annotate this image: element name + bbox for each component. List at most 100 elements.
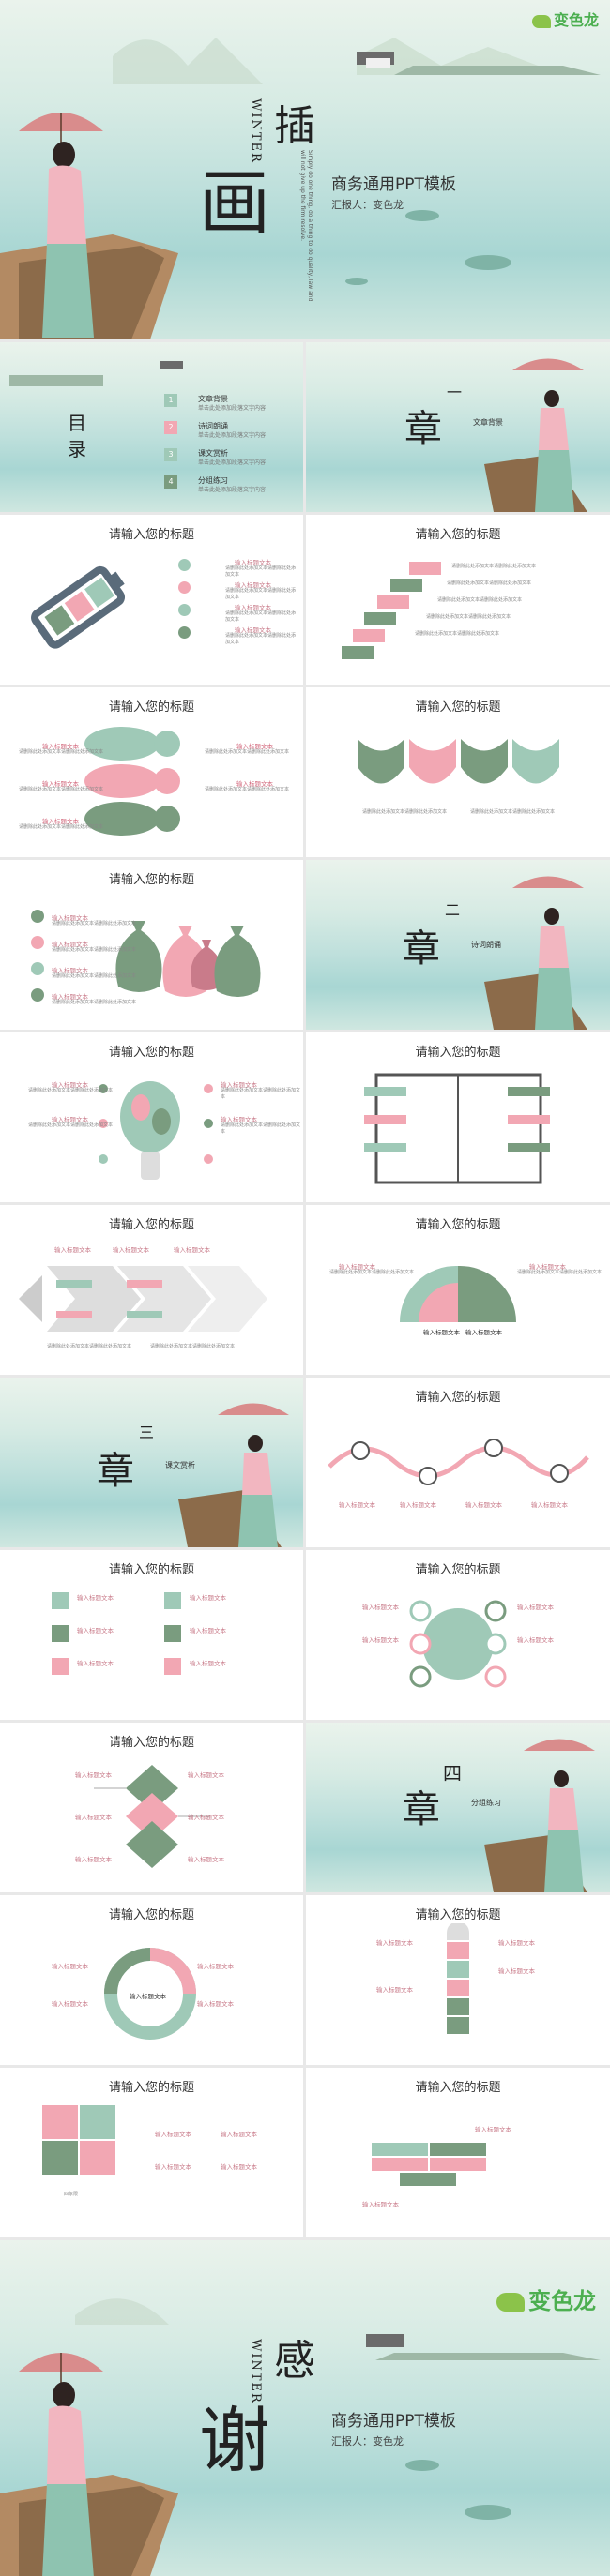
ring-graphic: [104, 1948, 196, 2040]
item-title: 输入标题文本: [197, 1963, 234, 1970]
item-title: 输入标题文本: [188, 1814, 224, 1821]
toc-item[interactable]: 1 文章背景 单击此处添加段落文字内容: [164, 394, 296, 421]
tree-label: 输入标题文本: [52, 1081, 88, 1089]
end-char-1: 感: [274, 2337, 315, 2385]
tree-graphic: [99, 1081, 213, 1180]
ring-center-label: 输入标题文本: [130, 1993, 166, 2000]
item-title: 输入标题文本: [75, 1856, 112, 1863]
toc-item-title: 课文赏析: [198, 449, 228, 458]
item-title: 输入标题文本: [174, 1246, 210, 1254]
item-title: 输入标题文本: [498, 1967, 535, 1975]
diamond-graphic: [94, 1765, 210, 1868]
item-title: 输入标题文本: [54, 1246, 91, 1254]
item-title: 输入标题文本: [77, 1660, 114, 1667]
cover-slide: 变色龙 WINTER 插 画 Simply do one thing, do a…: [0, 0, 610, 339]
arrow-chevron-graphic: [19, 1266, 267, 1332]
toc-list: 1 文章背景 单击此处添加段落文字内容 2 诗词朗诵 单击此处添加段落文字内容 …: [164, 394, 296, 503]
item-title: 输入标题文本: [236, 780, 273, 788]
item-title: 输入标题文本: [235, 626, 271, 634]
circle-icon: [178, 559, 191, 571]
cover-char-1: 插: [274, 102, 315, 150]
slide-title: 请输入您的标题: [108, 1563, 194, 1577]
item-title: 输入标题文本: [75, 1771, 112, 1779]
slide-title: 请输入您的标题: [415, 528, 501, 542]
money-bag-graphic: [31, 910, 261, 1002]
tulip-graphic: [358, 739, 559, 784]
cover-vertical-en: Simply do one thing, do a thing to do qu…: [299, 150, 313, 302]
item-title: 输入标题文本: [517, 1604, 554, 1611]
chapter-name: 分组练习: [471, 1799, 501, 1807]
item-text: 请删除此处添加文本请删除此处添加文本: [205, 787, 290, 792]
item-title: 输入标题文本: [52, 993, 88, 1001]
chapter-slide-4: 四 章 分组练习: [306, 1723, 610, 1892]
toc-item[interactable]: 2 诗词朗诵 单击此处添加段落文字内容: [164, 421, 296, 448]
chapter-scenery: [484, 1739, 595, 1892]
item-text: 请删除此处添加文本请删除此处添加文本: [225, 610, 297, 623]
item-text: 请删除此处添加文本请删除此处添加文本: [150, 1344, 236, 1349]
wave-graphic: [328, 1439, 589, 1485]
chapter-slide-1: 一 章 文章背景: [306, 342, 610, 512]
chapter-name: 诗词朗诵: [471, 941, 501, 949]
toc-item-desc: 单击此处添加段落文字内容: [198, 487, 267, 493]
item-text: 请删除此处添加文本请删除此处添加文本: [52, 973, 137, 979]
slide-title: 请输入您的标题: [415, 1908, 501, 1922]
item-text: 请删除此处添加文本请删除此处添加文本: [47, 1344, 132, 1349]
chapter-name: 课文赏析: [165, 1461, 195, 1469]
toc-item-desc: 单击此处添加段落文字内容: [198, 405, 267, 412]
cover-reporter: 汇报人：变色龙: [331, 199, 404, 211]
slide-title: 请输入您的标题: [415, 1218, 501, 1232]
item-text: 请删除此处添加文本请删除此处添加文本: [329, 1270, 415, 1275]
item-text: 请删除此处添加文本请删除此处添加文本: [225, 588, 297, 600]
item-text: 请删除此处添加文本请删除此处添加文本: [19, 824, 104, 830]
end-char-2: 谢: [199, 2399, 270, 2482]
item-title: 输入标题文本: [52, 914, 88, 922]
toc-item-number: 2: [164, 421, 177, 434]
slide-title: 请输入您的标题: [415, 1391, 501, 1405]
chapter-scenery: [484, 876, 587, 1030]
content-slide-tulips: 请输入您的标题 请删除此处添加文本请删除此处添加文本 请删除此处添加文本请删除此…: [306, 687, 610, 857]
logo-text: 变色龙: [528, 2288, 596, 2314]
content-slide-money-bags: 请输入您的标题 输入标题文本 请删除此处添加文本请删除此处添加文本 输入标题文本…: [0, 860, 303, 1030]
slide-title: 请输入您的标题: [415, 1563, 501, 1577]
toc-item-title: 分组练习: [198, 476, 228, 485]
cover-char-2: 画: [199, 161, 270, 245]
item-title: 输入标题文本: [531, 1501, 568, 1509]
item-title: 输入标题文本: [400, 1501, 436, 1509]
item-text: 请删除此处添加文本请删除此处添加文本: [28, 1122, 114, 1128]
toc-label-1: 目: [68, 412, 86, 434]
list-item: 输入标题文本 请删除此处添加文本请删除此处添加文本: [178, 580, 296, 602]
toc-item[interactable]: 4 分组练习 单击此处添加段落文字内容: [164, 475, 296, 503]
item-title: 输入标题文本: [465, 1501, 502, 1509]
item-title: 输入标题文本: [188, 1856, 224, 1863]
item-text: 请删除此处添加文本请删除此处添加文本: [28, 1088, 114, 1093]
slide-title: 请输入您的标题: [415, 2081, 501, 2095]
item-title: 输入标题文本: [423, 1329, 460, 1336]
item-title: 输入标题文本: [475, 2126, 511, 2133]
toc-item-title: 文章背景: [198, 395, 228, 403]
item-title: 输入标题文本: [221, 2131, 257, 2138]
item-title: 输入标题文本: [42, 743, 79, 750]
slide-title: 请输入您的标题: [108, 528, 194, 542]
item-title: 输入标题文本: [52, 2000, 88, 2008]
slide-title: 请输入您的标题: [108, 873, 194, 887]
toc-item-number: 1: [164, 394, 177, 407]
chapter-slide-2: 二 章 诗词朗诵: [306, 860, 610, 1030]
item-title: 输入标题文本: [517, 1636, 554, 1644]
item-title: 输入标题文本: [52, 941, 88, 948]
step-text: 请删除此处添加文本请删除此处添加文本: [426, 614, 511, 620]
tree-label: 输入标题文本: [52, 1116, 88, 1123]
slide-title: 请输入您的标题: [415, 700, 501, 715]
step-text: 请删除此处添加文本请删除此处添加文本: [437, 597, 523, 603]
toc-item[interactable]: 3 课文赏析 单击此处添加段落文字内容: [164, 448, 296, 475]
item-title: 输入标题文本: [376, 1986, 413, 1994]
logo-text: 变色龙: [553, 11, 599, 29]
logo-icon: [496, 2293, 525, 2312]
item-title: 输入标题文本: [190, 1594, 226, 1602]
content-slide-ring: 请输入您的标题 输入标题文本 输入标题文本 输入标题文本 输入标题文本 输入标题…: [0, 1895, 303, 2065]
chapter-number: 二: [445, 901, 461, 919]
item-text: 请删除此处添加文本请删除此处添加文本: [517, 1270, 602, 1275]
matrix-graphic: [42, 2105, 115, 2175]
list-item: 输入标题文本 请删除此处添加文本请删除此处添加文本: [178, 602, 296, 625]
chapter-scenery: [484, 358, 587, 512]
content-slide-notebook: 请输入您的标题: [306, 1032, 610, 1202]
